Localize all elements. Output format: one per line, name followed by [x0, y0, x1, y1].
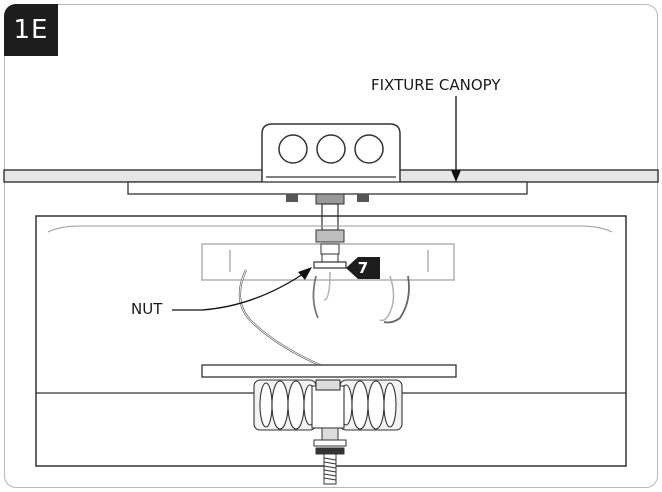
nut-leader [172, 267, 312, 311]
finial-screw [313, 427, 347, 485]
junction-box [261, 123, 401, 182]
callout-flag [346, 257, 380, 279]
wires [238, 269, 410, 368]
nut-label: NUT [131, 300, 163, 318]
step-badge: 1E [4, 4, 58, 56]
lower-plate [201, 364, 457, 378]
lamp-holders [253, 379, 403, 431]
nut [313, 243, 347, 269]
inner-bracket [201, 243, 455, 322]
center-rod [315, 193, 345, 243]
callout-number: 7 [357, 259, 369, 277]
fixture-canopy-label: FIXTURE CANOPY [371, 76, 501, 94]
canopy-leader [451, 96, 461, 182]
